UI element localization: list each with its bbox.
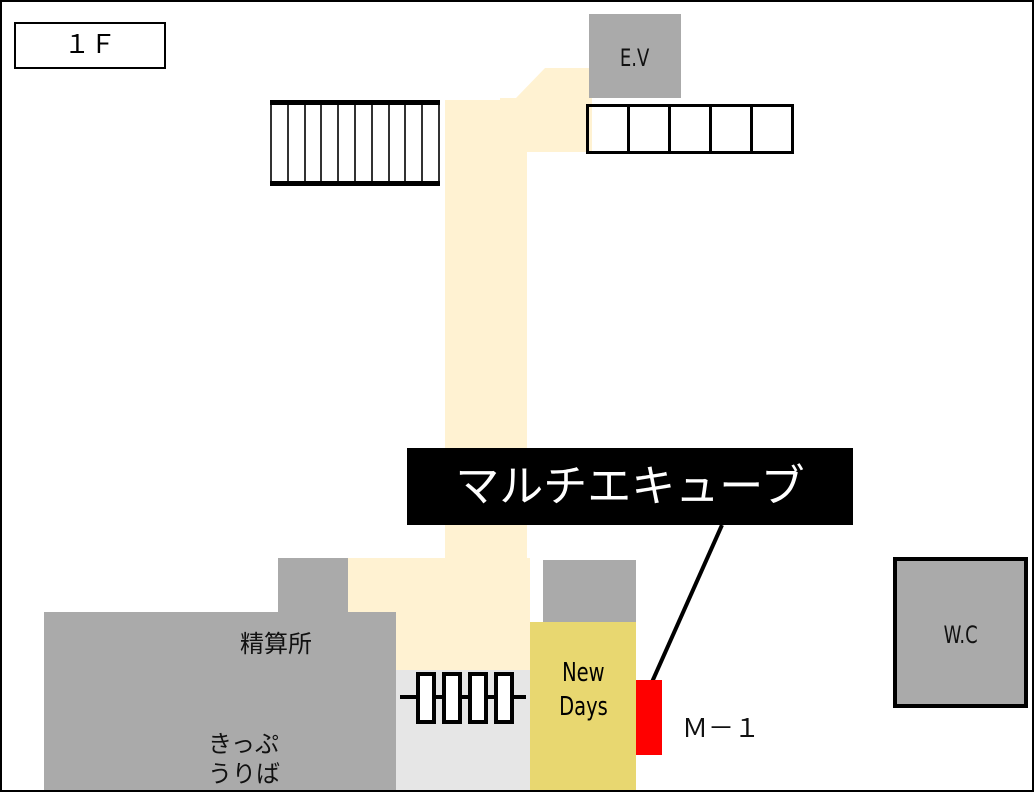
- ticket-office-label-2: うりば: [208, 760, 280, 788]
- floor-label: １Ｆ: [14, 22, 166, 69]
- route-corridor: [445, 68, 592, 558]
- escalator: [586, 104, 794, 154]
- ticket-office-extension: [348, 670, 396, 680]
- fare-adjustment-label: 精算所: [240, 630, 312, 658]
- multi-ekyube-marker: [636, 680, 662, 755]
- store-label-2: Days: [558, 692, 608, 722]
- stairs: [270, 100, 440, 186]
- restroom: W.C: [893, 557, 1028, 708]
- ticket-office-label-1: きっぷ: [208, 730, 280, 758]
- fare-adjustment-office: [278, 558, 348, 618]
- callout-leader-line: [650, 524, 724, 683]
- callout-label: マルチエキューブ: [407, 448, 853, 525]
- restroom-label: W.C: [943, 621, 978, 649]
- store-backroom: [543, 560, 636, 622]
- elevator-label: E.V: [620, 44, 650, 72]
- ticket-office: [44, 612, 396, 790]
- store-label-1: New: [561, 658, 605, 688]
- ticket-gates: [400, 672, 526, 724]
- elevator: E.V: [589, 14, 681, 98]
- marker-label: Ｍ－１: [682, 714, 761, 744]
